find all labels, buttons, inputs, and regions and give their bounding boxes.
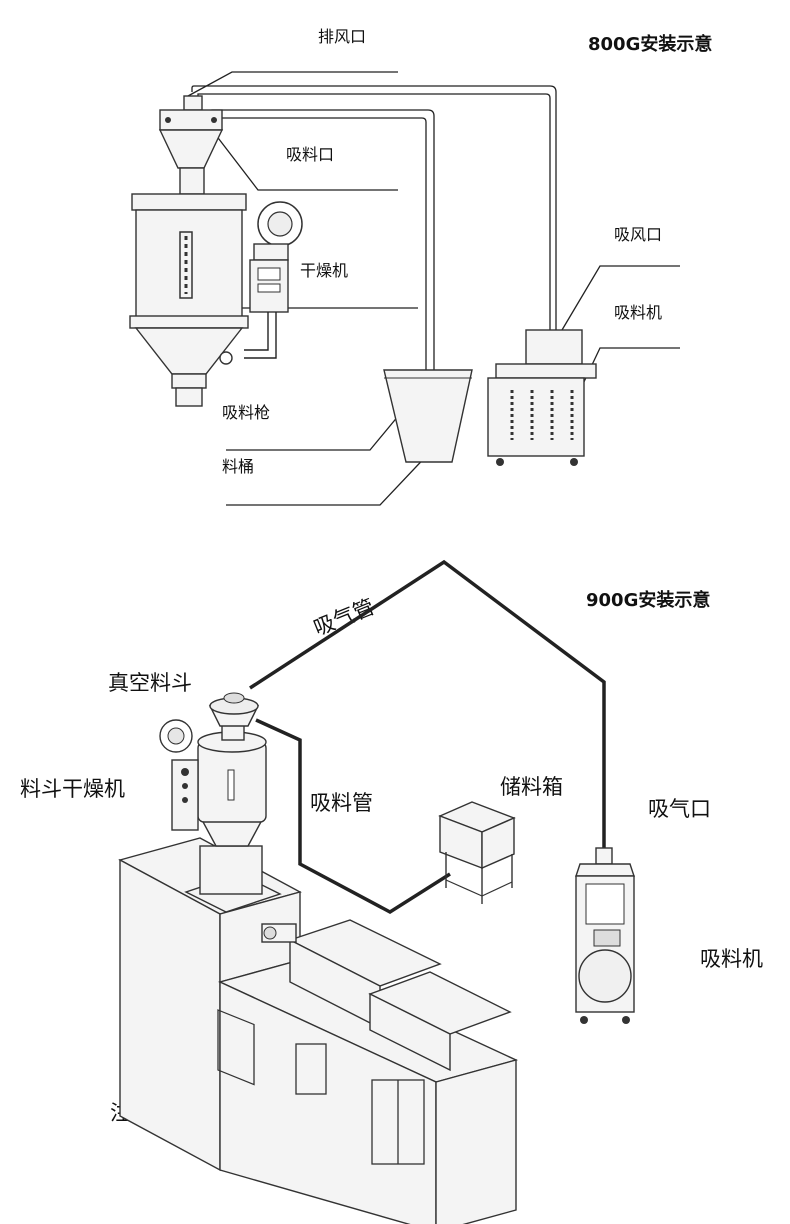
label-dryer: 干燥机 [300,261,348,280]
storage-box-900 [438,801,516,904]
label-hopper-dryer: 料斗干燥机 [20,777,125,801]
label-air-inlet-900: 吸气口 [648,797,711,821]
hopper-dryer-900 [159,692,282,913]
label-storage-box: 储料箱 [500,775,563,799]
loader-800 [487,329,597,466]
label-air-pipe: 吸气管 [310,595,377,641]
label-air-inlet: 吸风口 [614,225,662,244]
diagram-900g-drawing: 900G安装示意 吸气管 真空料斗 料斗干燥机 吸料管 储料箱 吸气口 吸料机 … [20,559,763,1224]
air-pipe-900 [249,559,606,848]
label-suction-gun: 吸料枪 [222,403,270,422]
dryer-unit-800 [244,201,303,359]
label-material-bucket: 料桶 [222,457,254,476]
vacuum-hopper-800 [158,95,224,195]
diagram-800g-title: 800G安装示意 [588,33,712,55]
diagram-800g-drawing: 800G安装示意 排风口 吸料口 干燥机 吸料枪 料桶 吸风口 吸料机 [129,27,712,506]
diagram-900g: 900G安装示意 吸气管 真空料斗 料斗干燥机 吸料管 储料箱 吸气口 吸料机 … [0,520,790,1224]
leader-lines [187,71,680,506]
diagram-900g-title: 900G安装示意 [586,589,710,611]
diagram-800g: 800G安装示意 排风口 吸料口 干燥机 吸料枪 料桶 吸风口 吸料机 [0,0,790,520]
pipe-exhaust [191,85,557,330]
dryer-hopper-800 [129,193,249,407]
label-loader: 吸料机 [614,303,662,322]
material-bucket-800 [383,369,473,463]
suction-pipe-900 [255,718,451,915]
label-exhaust-port: 排风口 [318,27,366,46]
label-vacuum-hopper: 真空料斗 [108,671,192,695]
injection-machine-900 [118,837,519,1224]
label-suction-pipe: 吸料管 [310,791,373,815]
label-loader-900: 吸料机 [700,947,763,971]
loader-900 [575,847,635,1024]
label-suction-inlet: 吸料口 [286,145,334,164]
